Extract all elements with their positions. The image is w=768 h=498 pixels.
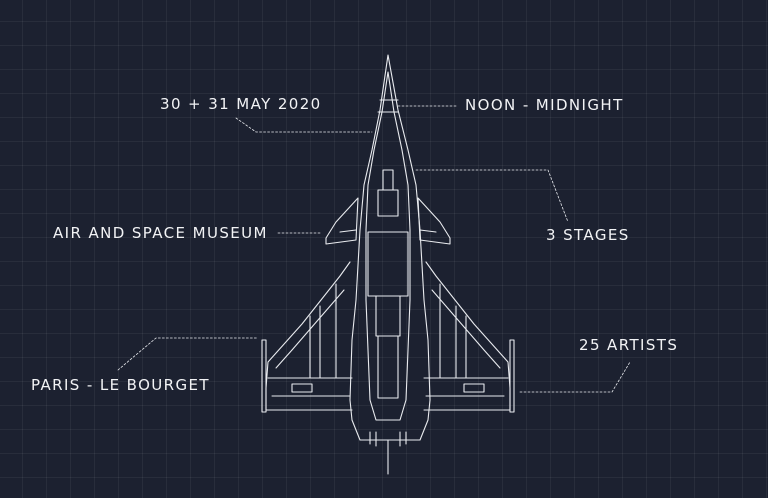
event-dates-label: 30 + 31 MAY 2020	[160, 95, 322, 113]
leader-lines	[117, 105, 631, 393]
venue-label: AIR AND SPACE MUSEUM	[53, 224, 268, 242]
artists-count-label: 25 ARTISTS	[579, 336, 679, 354]
stages-count-label: 3 STAGES	[546, 226, 630, 244]
wing-icon	[261, 261, 515, 413]
fuselage-icon	[349, 54, 431, 475]
event-hours-label: NOON - MIDNIGHT	[465, 96, 624, 114]
location-label: PARIS - LE BOURGET	[31, 376, 210, 394]
canard-icon	[325, 197, 451, 245]
